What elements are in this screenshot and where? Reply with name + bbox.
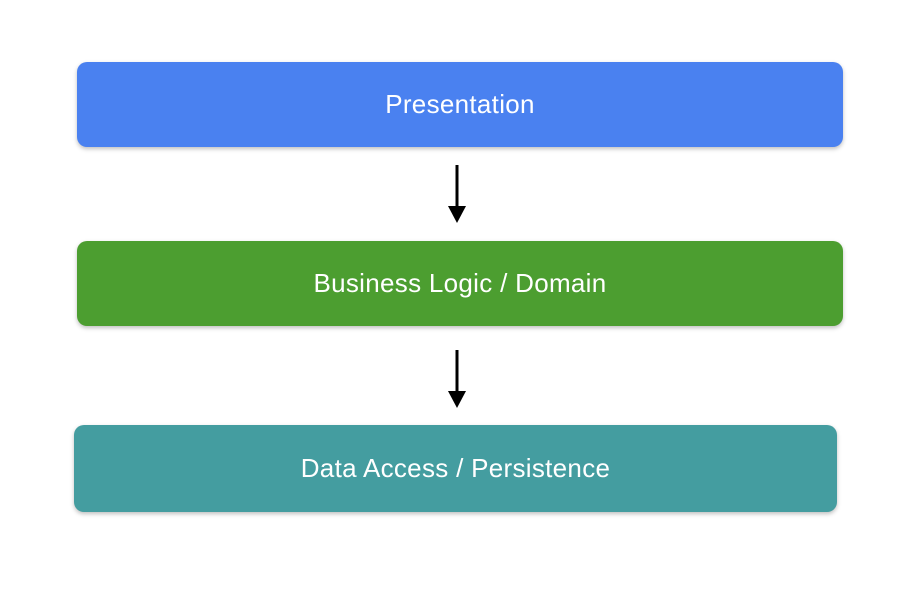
layer-box-data-access: Data Access / Persistence <box>74 425 837 512</box>
down-arrow-icon <box>448 350 466 408</box>
down-arrow-icon <box>448 165 466 223</box>
layer-label-business-logic: Business Logic / Domain <box>313 268 607 298</box>
layer-label-presentation: Presentation <box>385 89 535 119</box>
layer-label-data-access: Data Access / Persistence <box>300 453 611 483</box>
layer-box-presentation: Presentation <box>77 62 843 147</box>
layer-box-business-logic: Business Logic / Domain <box>77 241 843 326</box>
